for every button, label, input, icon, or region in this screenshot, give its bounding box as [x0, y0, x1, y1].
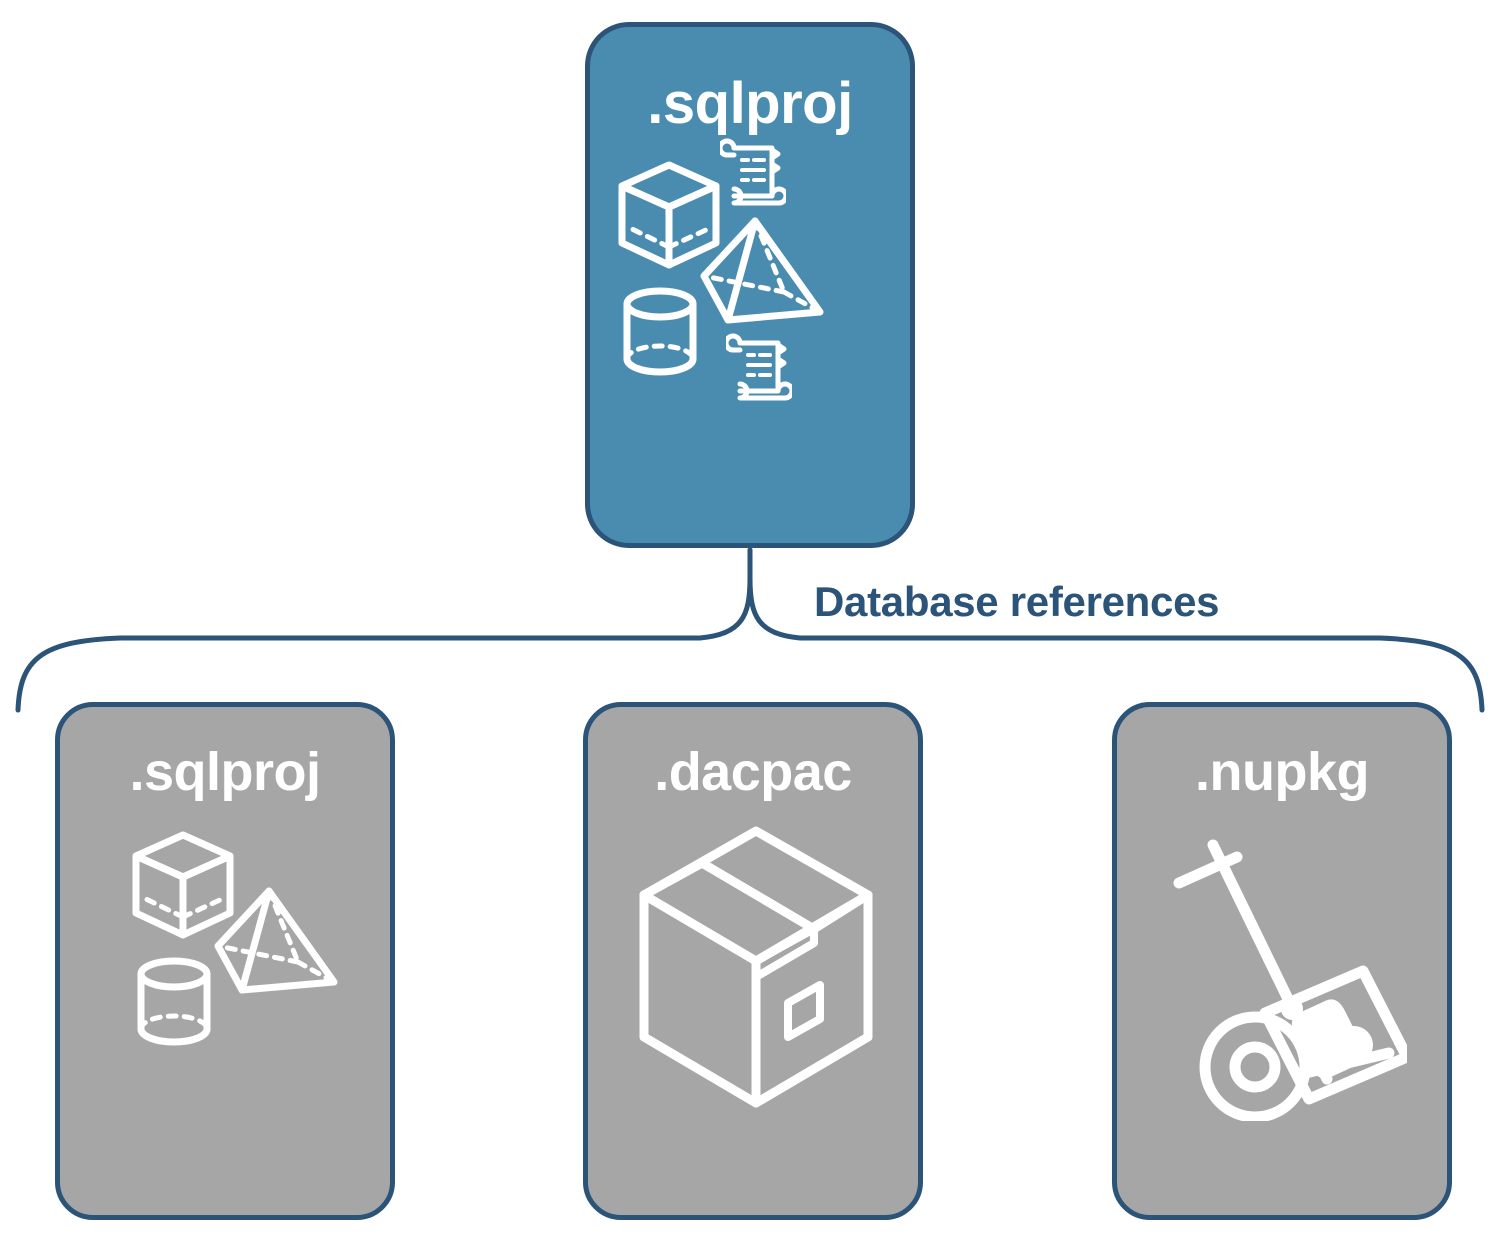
node-root-artwork [590, 133, 910, 543]
connector-label: Database references [814, 578, 1220, 625]
pyramid-wireframe-icon [214, 887, 338, 994]
node-child-dacpac-artwork [588, 799, 918, 1215]
node-child-nupkg-artwork [1117, 799, 1447, 1215]
scroll-script-icon [726, 333, 792, 401]
shipping-box-icon [639, 826, 873, 1108]
node-child-dacpac[interactable]: .dacpac [583, 702, 923, 1220]
scroll-script-icon [720, 138, 786, 206]
node-child-nupkg[interactable]: .nupkg [1112, 702, 1452, 1220]
node-child-sqlproj-label: .sqlproj [129, 742, 321, 802]
pyramid-wireframe-icon [700, 217, 824, 324]
node-root-label: .sqlproj [647, 71, 853, 136]
database-references-brace [15, 548, 1485, 713]
cube-wireframe-icon [618, 161, 720, 269]
node-child-dacpac-label: .dacpac [654, 742, 852, 802]
cylinder-wireframe-icon [623, 287, 697, 376]
node-root-sqlproj[interactable]: .sqlproj [585, 22, 915, 548]
node-child-sqlproj[interactable]: .sqlproj [55, 702, 395, 1220]
node-child-sqlproj-artwork [60, 799, 390, 1215]
cube-wireframe-icon [132, 831, 234, 939]
node-child-nupkg-label: .nupkg [1195, 742, 1369, 802]
cylinder-wireframe-icon [137, 957, 211, 1046]
hand-truck-package-icon [1173, 839, 1407, 1121]
